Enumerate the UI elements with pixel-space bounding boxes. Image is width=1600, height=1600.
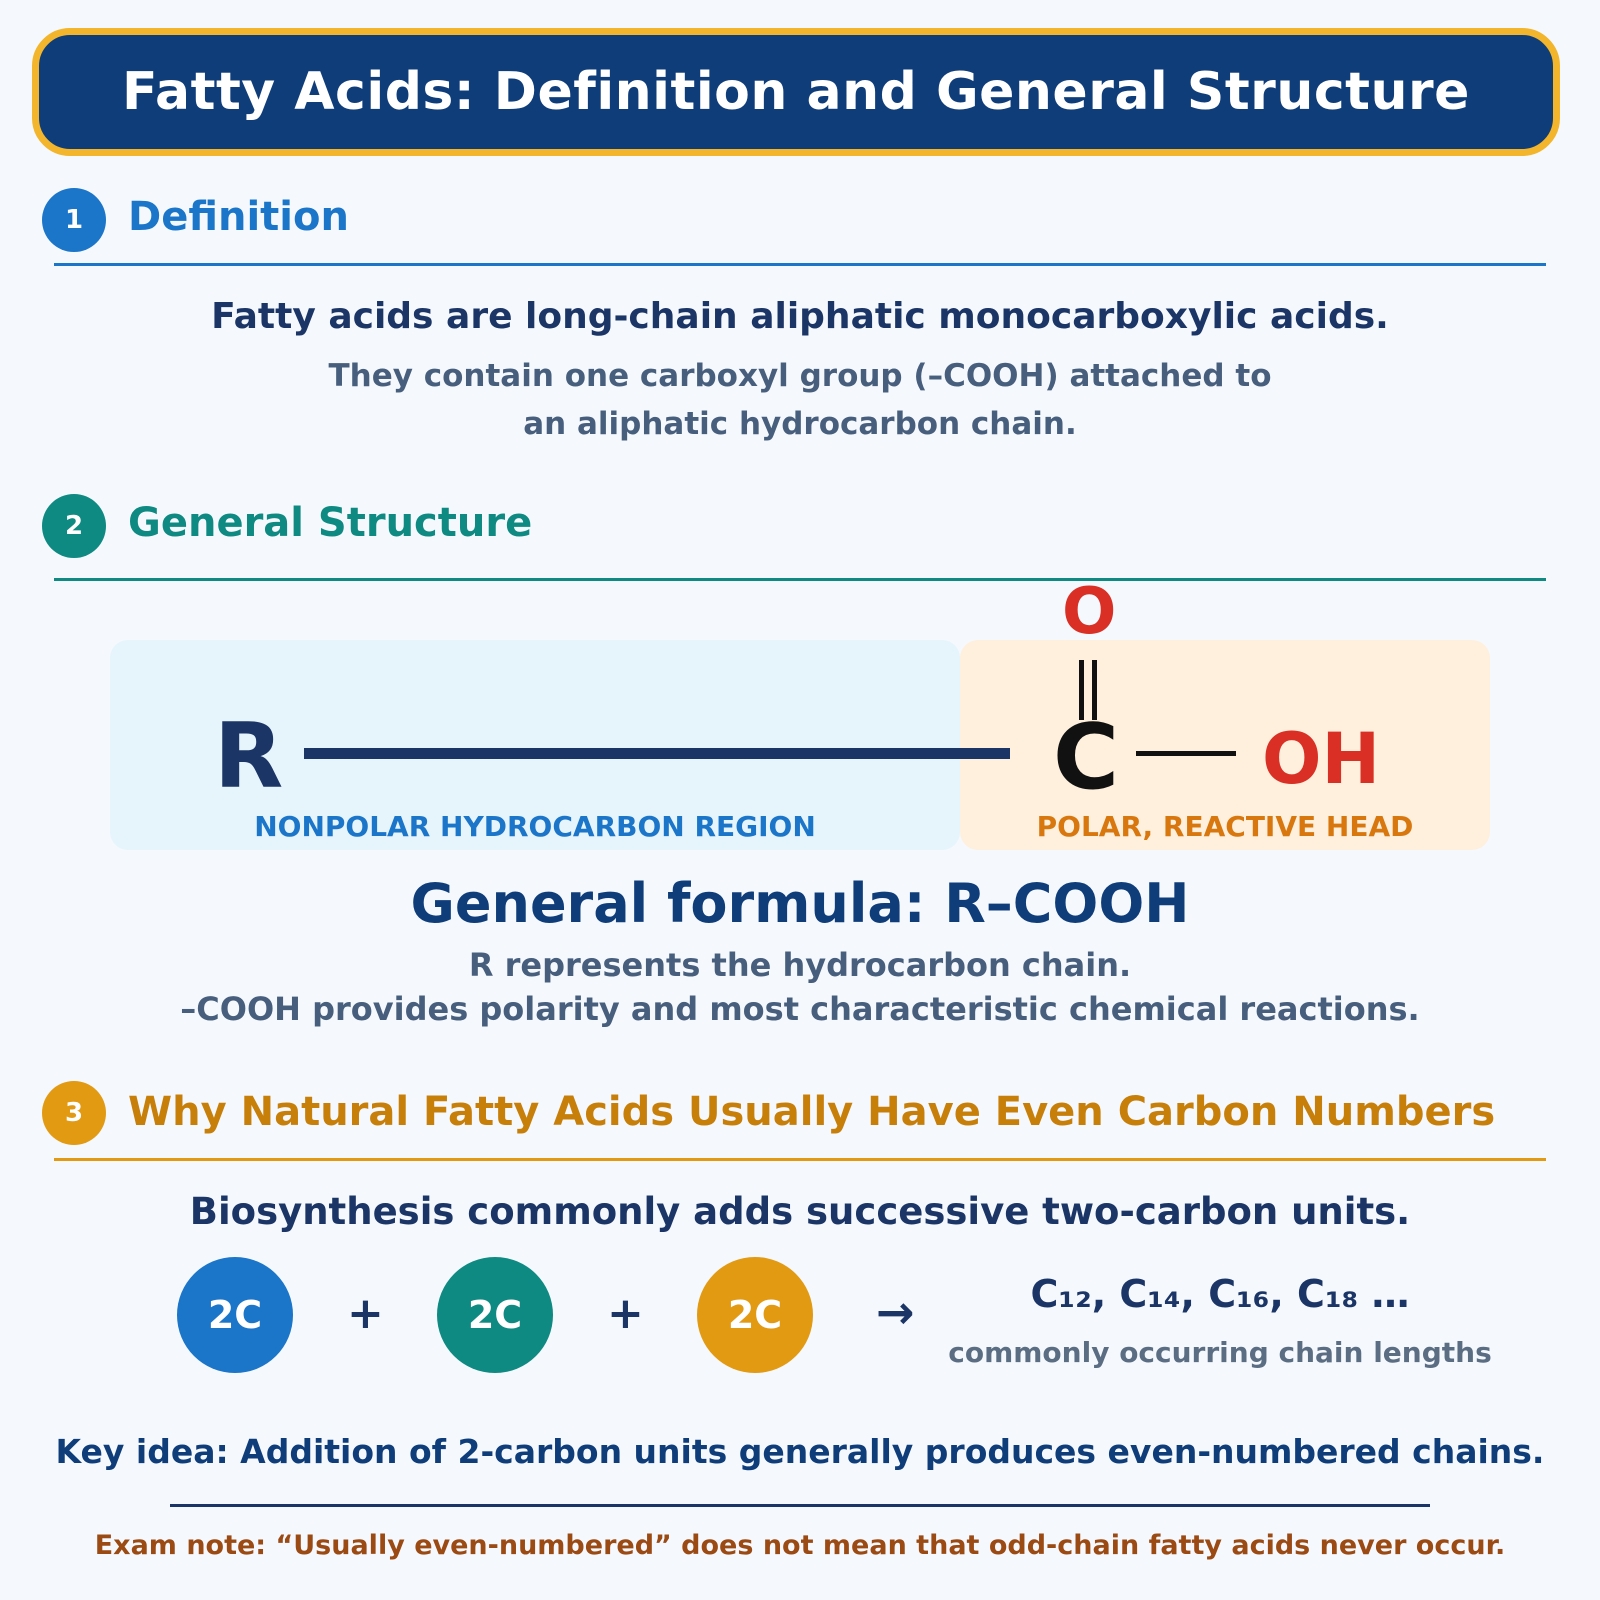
formula-note-line-2: –COOH provides polarity and most charact… bbox=[180, 990, 1420, 1028]
footer-divider bbox=[170, 1504, 1430, 1507]
polar-head-label: POLAR, REACTIVE HEAD bbox=[1036, 810, 1414, 843]
carbonyl-carbon-label: C bbox=[1053, 705, 1120, 810]
r-group-label: R bbox=[214, 704, 284, 809]
carbonyl-oxygen-label: O bbox=[1062, 575, 1117, 649]
definition-sub-line-1: They contain one carboxyl group (–COOH) … bbox=[328, 358, 1272, 394]
c-oh-bond bbox=[1136, 751, 1236, 756]
definition-sub-line-2: an aliphatic hydrocarbon chain. bbox=[523, 406, 1077, 442]
nonpolar-region-box bbox=[110, 640, 960, 850]
section-1-divider bbox=[54, 263, 1546, 266]
section-3-divider bbox=[54, 1158, 1546, 1161]
plus-sign-1: + bbox=[347, 1288, 384, 1339]
polar-head-region-box bbox=[960, 640, 1490, 850]
section-2-heading: General Structure bbox=[128, 500, 533, 546]
chain-length-examples: C₁₂, C₁₄, C₁₆, C₁₈ … bbox=[1030, 1272, 1410, 1316]
exam-note-text: Exam note: “Usually even-numbered” does … bbox=[94, 1530, 1506, 1561]
formula-note-line-1: R represents the hydrocarbon chain. bbox=[468, 946, 1132, 984]
biosynthesis-lead-text: Biosynthesis commonly adds successive tw… bbox=[189, 1190, 1411, 1233]
section-1-heading: Definition bbox=[128, 194, 349, 240]
two-carbon-unit-1: 2C bbox=[177, 1257, 293, 1373]
key-idea-text: Key idea: Addition of 2-carbon units gen… bbox=[55, 1432, 1545, 1471]
hydrocarbon-chain-bond bbox=[304, 748, 1010, 759]
nonpolar-region-label: NONPOLAR HYDROCARBON REGION bbox=[254, 810, 816, 843]
double-bond-line-2 bbox=[1092, 660, 1097, 720]
section-2-number-badge: 2 bbox=[42, 494, 106, 558]
chain-length-caption: commonly occurring chain lengths bbox=[948, 1336, 1492, 1369]
general-formula: General formula: R–COOH bbox=[410, 872, 1190, 935]
page-title: Fatty Acids: Definition and General Stru… bbox=[122, 62, 1470, 122]
plus-sign-2: + bbox=[607, 1288, 644, 1339]
double-bond-line-1 bbox=[1079, 660, 1084, 720]
two-carbon-unit-3: 2C bbox=[697, 1257, 813, 1373]
yields-arrow: → bbox=[876, 1285, 915, 1339]
title-banner: Fatty Acids: Definition and General Stru… bbox=[32, 28, 1560, 156]
section-2-divider bbox=[54, 578, 1546, 581]
section-3-number-badge: 3 bbox=[42, 1081, 106, 1145]
hydroxyl-label: OH bbox=[1262, 718, 1381, 800]
two-carbon-unit-2: 2C bbox=[437, 1257, 553, 1373]
section-1-number-badge: 1 bbox=[42, 188, 106, 252]
definition-main-text: Fatty acids are long-chain aliphatic mon… bbox=[211, 296, 1389, 337]
section-3-heading: Why Natural Fatty Acids Usually Have Eve… bbox=[128, 1089, 1496, 1135]
